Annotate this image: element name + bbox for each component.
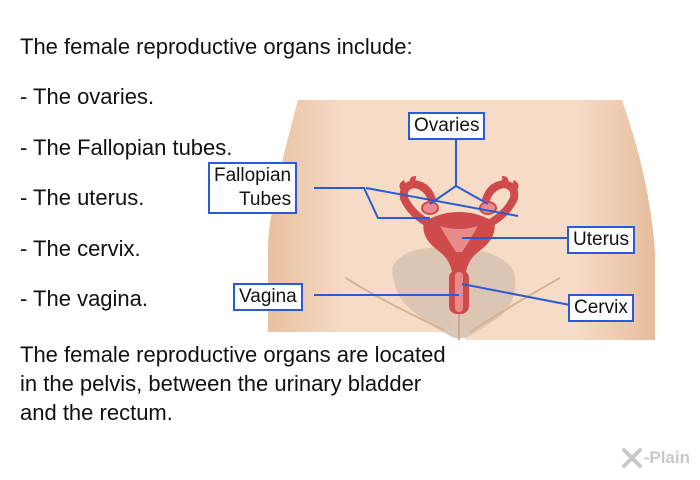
right-thigh-crease — [469, 277, 561, 333]
organ-list: - The ovaries. - The Fallopian tubes. - … — [20, 84, 232, 337]
list-item-vagina: - The vagina. — [20, 286, 149, 311]
x-logo-icon — [621, 448, 642, 468]
intro-text: The female reproductive organs include: — [20, 34, 413, 59]
left-fimbriae — [399, 176, 416, 192]
right-fimbriae — [502, 176, 519, 192]
right-fallopian-tube — [482, 179, 519, 226]
callout-lines — [314, 138, 571, 306]
summary-text: The female reproductive organs are locat… — [20, 342, 446, 425]
label-fallopian-tubes: Fallopian Tubes — [208, 162, 298, 214]
left-thigh-crease — [345, 277, 445, 331]
xplain-watermark: -Plain — [621, 448, 690, 468]
list-item-fallopian-tubes: - The Fallopian tubes. — [20, 134, 233, 160]
left-ovary — [421, 201, 439, 215]
label-vagina: Vagina — [233, 283, 303, 311]
list-item-uterus: - The uterus. — [20, 185, 145, 210]
list-item-cervix: - The cervix. — [20, 235, 141, 261]
label-uterus: Uterus — [567, 226, 635, 254]
label-ovaries: Ovaries — [408, 112, 486, 140]
list-item-ovaries: - The ovaries. — [20, 84, 155, 109]
label-fallopian-line1: Fallopian — [214, 165, 292, 186]
watermark-text: -Plain — [643, 448, 690, 467]
vagina-lumen — [455, 272, 463, 312]
uterus-cavity — [440, 226, 478, 252]
left-fallopian-tube — [399, 179, 436, 226]
label-cervix: Cervix — [568, 294, 634, 322]
label-fallopian-line2: Tubes — [239, 189, 292, 210]
